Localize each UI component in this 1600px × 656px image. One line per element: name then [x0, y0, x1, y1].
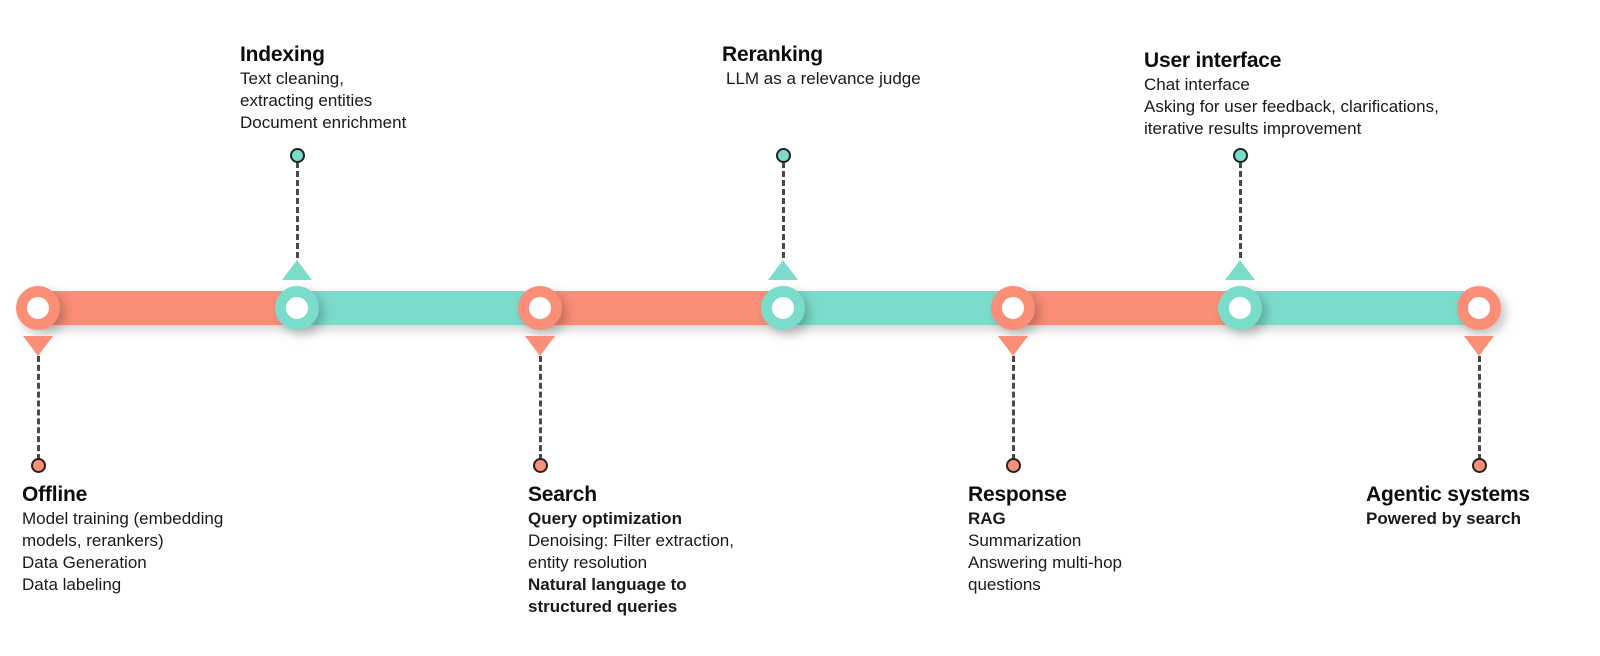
connector-line-indexing — [296, 162, 299, 258]
timeline-node-search[interactable] — [518, 286, 562, 330]
timeline-node-indexing[interactable] — [275, 286, 319, 330]
block-line: Document enrichment — [240, 113, 407, 132]
block-line: models, rerankers) — [22, 531, 164, 550]
connector-arrow-response — [998, 336, 1028, 356]
block-reranking: Reranking LLM as a relevance judge — [722, 42, 921, 90]
connector-line-user-interface — [1239, 162, 1242, 258]
block-title-response: Response — [968, 483, 1067, 506]
block-line: RAG — [968, 509, 1006, 528]
connector-arrow-reranking — [768, 260, 798, 280]
connector-line-response — [1012, 356, 1015, 460]
connector-arrow-indexing — [282, 260, 312, 280]
block-line: Powered by search — [1366, 509, 1521, 528]
block-title-agentic-systems: Agentic systems — [1366, 483, 1530, 506]
block-line: entity resolution — [528, 553, 648, 572]
block-title-reranking: Reranking — [722, 43, 823, 66]
block-search: Search Query optimization Denoising: Fil… — [528, 482, 734, 618]
block-response: Response RAG Summarization Answering mul… — [968, 482, 1122, 596]
connector-line-search — [539, 356, 542, 460]
block-line: Answering multi-hop — [968, 553, 1123, 572]
block-title-user-interface: User interface — [1144, 49, 1282, 72]
block-agentic-systems: Agentic systems Powered by search — [1366, 482, 1530, 530]
block-user-interface: User interface Chat interface Asking for… — [1144, 48, 1439, 140]
timeline-segment-offline-to-indexing — [38, 291, 297, 325]
connector-arrow-offline — [23, 336, 53, 356]
timeline-node-offline[interactable] — [16, 286, 60, 330]
block-title-offline: Offline — [22, 483, 88, 506]
connector-dot-reranking — [776, 148, 791, 163]
connector-line-reranking — [782, 162, 785, 258]
connector-dot-indexing — [290, 148, 305, 163]
connector-arrow-agentic — [1464, 336, 1494, 356]
connector-dot-offline — [31, 458, 46, 473]
block-line: extracting entities — [240, 91, 373, 110]
block-title-indexing: Indexing — [240, 43, 325, 66]
timeline-segment-user-interface-to-agentic — [1240, 291, 1479, 325]
block-line: Natural language to — [528, 575, 687, 594]
block-line: Data labeling — [22, 575, 122, 594]
connector-arrow-user-interface — [1225, 260, 1255, 280]
timeline-node-user-interface[interactable] — [1218, 286, 1262, 330]
block-line: iterative results improvement — [1144, 119, 1362, 138]
connector-dot-search — [533, 458, 548, 473]
block-line: Data Generation — [22, 553, 147, 572]
block-line: Summarization — [968, 531, 1082, 550]
timeline-segment-reranking-to-response — [783, 291, 1013, 325]
connector-arrow-search — [525, 336, 555, 356]
block-line: LLM as a relevance judge — [726, 69, 921, 88]
block-line: Chat interface — [1144, 75, 1250, 94]
timeline-node-agentic[interactable] — [1457, 286, 1501, 330]
block-offline: Offline Model training (embedding models… — [22, 482, 223, 596]
timeline-node-response[interactable] — [991, 286, 1035, 330]
block-title-search: Search — [528, 483, 597, 506]
block-line: Text cleaning, — [240, 69, 344, 88]
block-line: Asking for user feedback, clarifications… — [1144, 97, 1439, 116]
block-indexing: Indexing Text cleaning, extracting entit… — [240, 42, 406, 134]
block-line: Model training (embedding — [22, 509, 224, 528]
timeline-segment-search-to-reranking — [540, 291, 783, 325]
connector-dot-response — [1006, 458, 1021, 473]
connector-dot-agentic — [1472, 458, 1487, 473]
block-line: Denoising: Filter extraction, — [528, 531, 734, 550]
block-line: structured queries — [528, 597, 678, 616]
block-line: Query optimization — [528, 509, 682, 528]
block-line: questions — [968, 575, 1041, 594]
connector-line-agentic — [1478, 356, 1481, 460]
connector-dot-user-interface — [1233, 148, 1248, 163]
timeline-segment-indexing-to-search — [297, 291, 540, 325]
timeline-segment-response-to-user-interface — [1013, 291, 1240, 325]
connector-line-offline — [37, 356, 40, 460]
timeline-node-reranking[interactable] — [761, 286, 805, 330]
